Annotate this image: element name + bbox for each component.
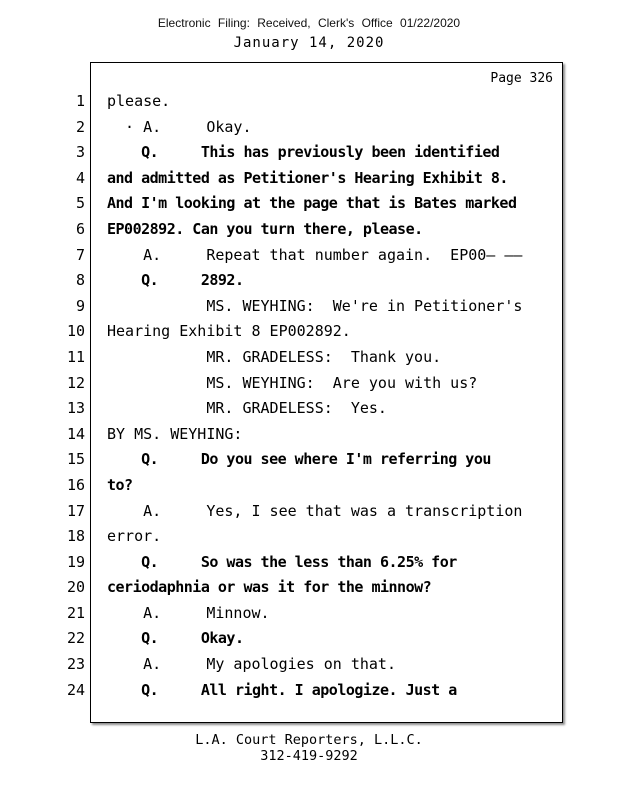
line-number: 21 <box>66 603 85 622</box>
transcript-line: 16 to? <box>0 473 618 499</box>
line-text: A. Repeat that number again. EP00— —— <box>107 245 523 264</box>
page-border-box <box>90 62 563 723</box>
line-number: 19 <box>66 552 85 571</box>
line-number: 24 <box>66 680 85 699</box>
court-reporter-name: L.A. Court Reporters, L.L.C. <box>195 732 423 748</box>
line-text: Q. This has previously been identified <box>107 143 500 162</box>
line-text: ceriodaphnia or was it for the minnow? <box>107 578 432 597</box>
line-text: · A. Okay. <box>107 117 252 136</box>
line-text: to? <box>107 475 133 494</box>
line-number: 8 <box>75 271 85 290</box>
transcript-line: 4 and admitted as Petitioner's Hearing Ex… <box>0 166 618 192</box>
line-text: And I'm looking at the page that is Bate… <box>107 194 517 213</box>
line-number: 17 <box>66 501 85 520</box>
line-number: 3 <box>75 143 85 162</box>
transcript-line: 13 MR. GRADELESS: Yes. <box>0 396 618 422</box>
line-text: Hearing Exhibit 8 EP002892. <box>107 322 351 341</box>
page-number-label: Page 326 <box>490 71 553 86</box>
transcript-line: 21 A. Minnow. <box>0 601 618 627</box>
line-text: BY MS. WEYHING: <box>107 424 243 443</box>
line-text: MS. WEYHING: Are you with us? <box>107 373 478 392</box>
line-number: 20 <box>66 578 85 597</box>
line-text: Q. All right. I apologize. Just a <box>107 680 457 699</box>
transcript-line: 24 Q. All right. I apologize. Just a <box>0 678 618 704</box>
line-text: error. <box>107 527 162 546</box>
line-number: 5 <box>75 194 85 213</box>
transcript-line: 7 A. Repeat that number again. EP00— —— <box>0 243 618 269</box>
line-number: 23 <box>66 655 85 674</box>
line-number: 22 <box>66 629 85 648</box>
line-number: 10 <box>66 322 85 341</box>
transcript-line: 22 Q. Okay. <box>0 626 618 652</box>
line-text: Q. Okay. <box>107 629 244 648</box>
line-number: 9 <box>75 296 85 315</box>
transcript-line: 23 A. My apologies on that. <box>0 652 618 678</box>
line-number: 14 <box>66 424 85 443</box>
transcript-line: 3 Q. This has previously been identified <box>0 140 618 166</box>
transcript-line: 15 Q. Do you see where I'm referring you <box>0 447 618 473</box>
line-number: 1 <box>75 92 85 110</box>
line-text: and admitted as Petitioner's Hearing Exh… <box>107 168 508 187</box>
transcript-line: 18 error. <box>0 524 618 550</box>
line-number: 15 <box>66 450 85 469</box>
line-number: 16 <box>66 475 85 494</box>
line-text: please. <box>107 92 171 110</box>
line-number: 11 <box>66 347 85 366</box>
transcript-line: 9 MS. WEYHING: We're in Petitioner's <box>0 294 618 320</box>
transcript-line: 10 Hearing Exhibit 8 EP002892. <box>0 319 618 345</box>
line-text: MS. WEYHING: We're in Petitioner's <box>107 296 523 315</box>
line-text: A. My apologies on that. <box>107 655 396 674</box>
transcript-line: 6 EP002892. Can you turn there, please. <box>0 217 618 243</box>
line-number: 12 <box>66 373 85 392</box>
line-number: 6 <box>75 219 85 238</box>
transcript-line: 14 BY MS. WEYHING: <box>0 422 618 448</box>
line-text: A. Minnow. <box>107 603 270 622</box>
line-text: A. Yes, I see that was a transcription <box>107 501 523 520</box>
line-number: 7 <box>75 245 85 264</box>
transcript-line: 20 ceriodaphnia or was it for the minnow? <box>0 575 618 601</box>
transcript-line: 5 And I'm looking at the page that is Bat… <box>0 191 618 217</box>
transcript-line: 1 please. <box>0 89 618 115</box>
line-text: EP002892. Can you turn there, please. <box>107 219 423 238</box>
line-text: MR. GRADELESS: Yes. <box>107 399 387 418</box>
line-text: Q. 2892. <box>107 271 244 290</box>
transcript-line: 12 MS. WEYHING: Are you with us? <box>0 371 618 397</box>
transcript-line: 19 Q. So was the less than 6.25% for <box>0 550 618 576</box>
efiling-stamp: Electronic Filing: Received, Clerk's Off… <box>157 16 461 30</box>
line-number: 4 <box>75 168 85 187</box>
transcript-line: 2 · A. Okay. <box>0 115 618 141</box>
line-number: 18 <box>66 527 85 546</box>
line-number: 13 <box>66 399 85 418</box>
line-text: Q. Do you see where I'm referring you <box>107 450 491 469</box>
line-text: Q. So was the less than 6.25% for <box>107 552 457 571</box>
transcript-line: 17 A. Yes, I see that was a transcriptio… <box>0 499 618 525</box>
transcript-line: 8 Q. 2892. <box>0 268 618 294</box>
line-number: 2 <box>75 117 85 136</box>
court-reporter-phone: 312-419-9292 <box>260 748 358 764</box>
line-text: MR. GRADELESS: Thank you. <box>107 347 442 366</box>
hearing-date: January 14, 2020 <box>233 35 385 51</box>
transcript-line: 11 MR. GRADELESS: Thank you. <box>0 345 618 371</box>
